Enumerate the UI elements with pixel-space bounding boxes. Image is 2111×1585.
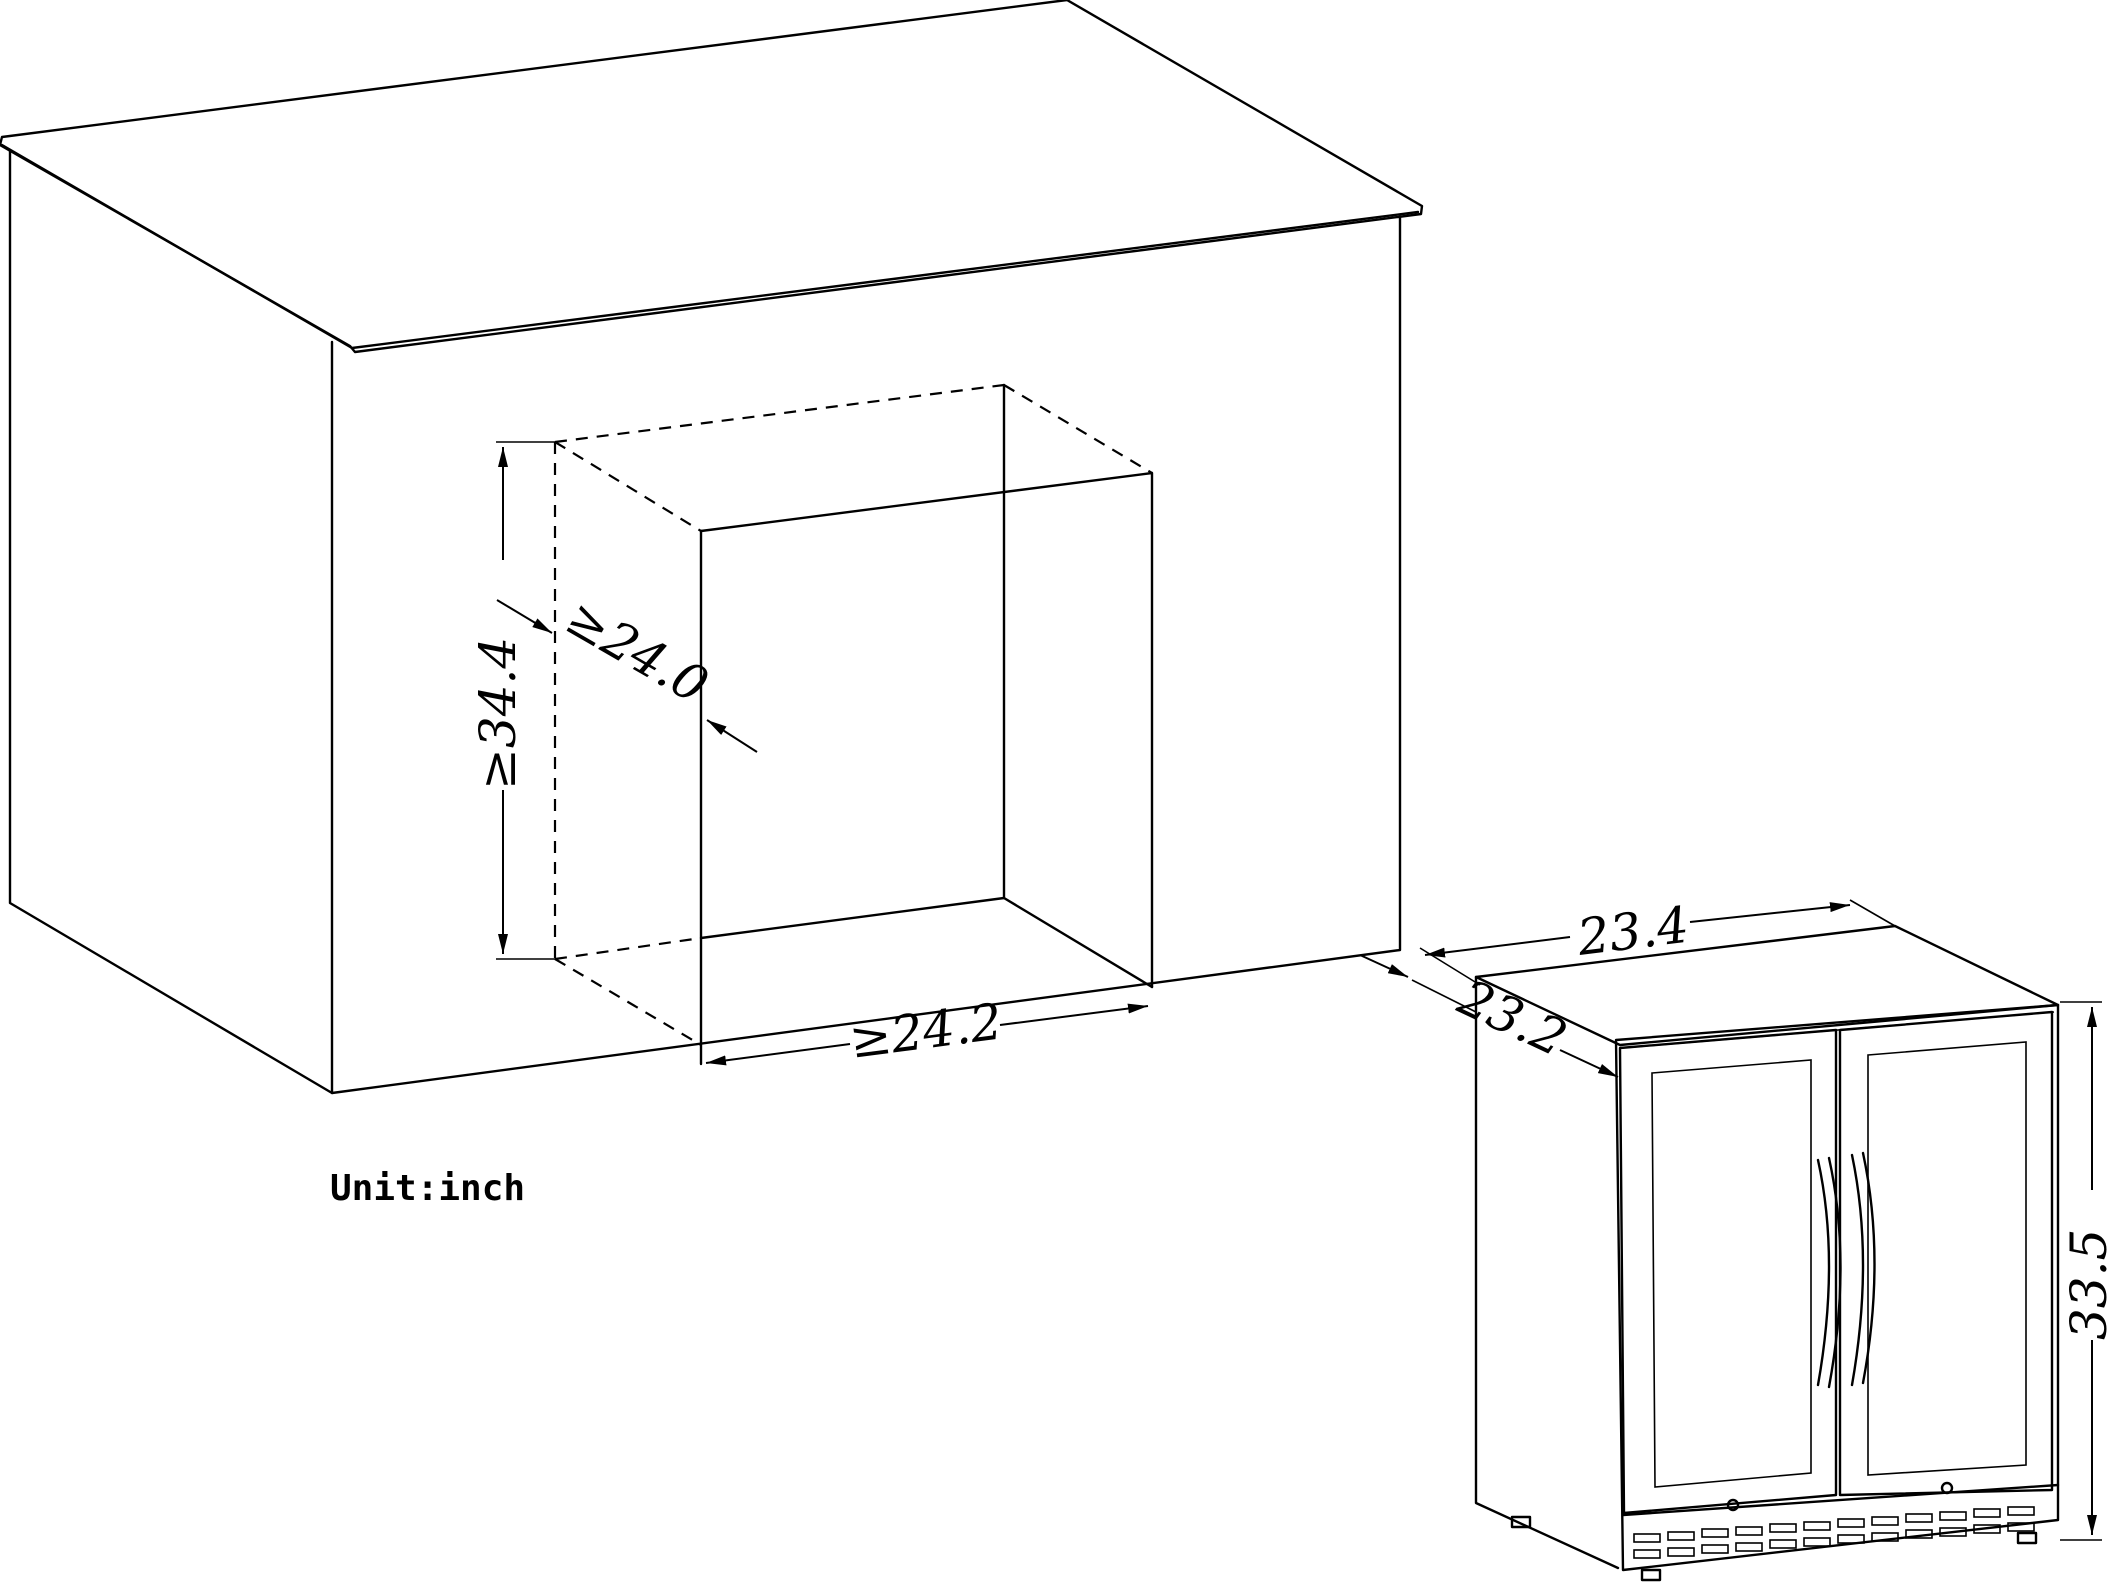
cabinet	[0, 0, 1424, 1095]
beverage-cooler	[1474, 924, 2060, 1582]
appliance-height-label: 33.5	[2060, 1229, 2111, 1340]
vent-grille	[1633, 1506, 2035, 1559]
cutout-height-label: ≥34.4	[469, 637, 527, 790]
appliance-height-dimension: 33.5	[2060, 1001, 2111, 1541]
cutout-depth-label: ≥24.0	[556, 588, 718, 715]
cutout-opening	[553, 383, 1154, 1066]
appliance-depth-label: 23.2	[1449, 968, 1575, 1068]
cutout-height-dimension: ≥34.4	[469, 441, 555, 960]
cutout-width-dimension: ≥24.2	[705, 992, 1149, 1070]
cutout-width-label: ≥24.2	[846, 992, 1005, 1070]
appliance-width-dimension: 23.4	[1419, 896, 1896, 986]
appliance-width-label: 23.4	[1573, 896, 1692, 967]
appliance-depth-dimension: 23.2	[1359, 954, 1619, 1078]
cutout-depth-dimension: ≥24.0	[496, 588, 758, 753]
unit-label: Unit:inch	[330, 1168, 526, 1209]
